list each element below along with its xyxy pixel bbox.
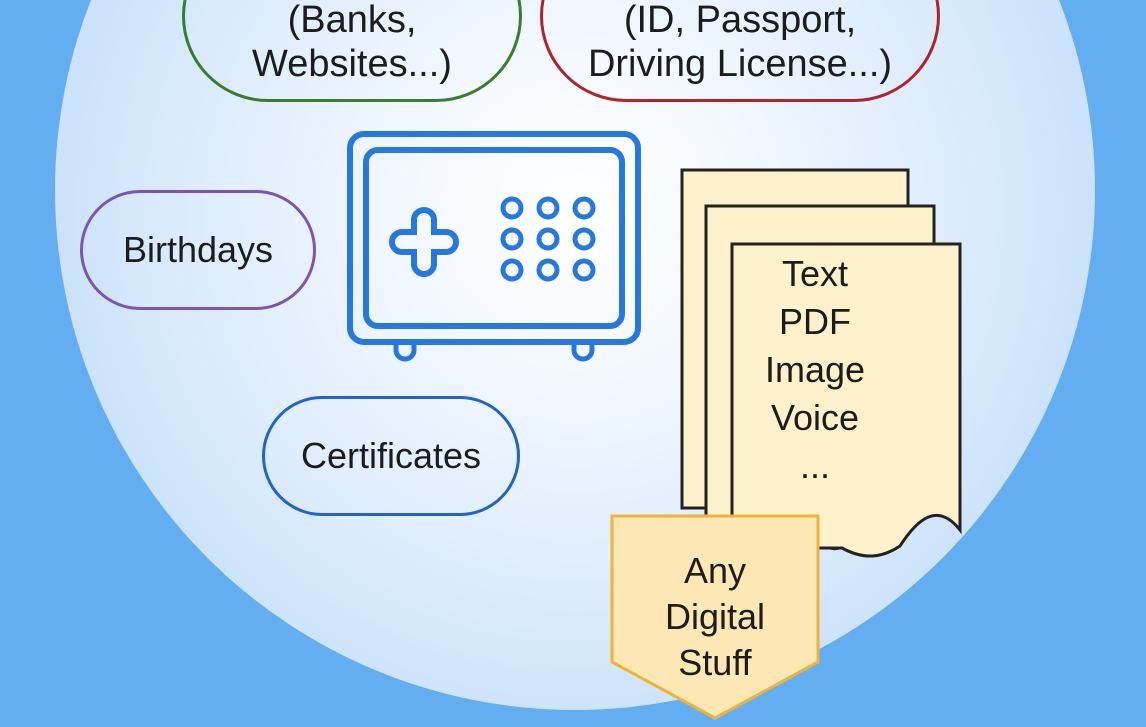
safe-keypad bbox=[500, 196, 596, 282]
birthdays-label: Birthdays bbox=[122, 229, 274, 271]
safe-feet bbox=[393, 342, 595, 362]
tag-line: Any bbox=[683, 550, 747, 591]
safe-door bbox=[363, 147, 625, 329]
offpage-tag-shape bbox=[606, 512, 824, 722]
document-type-item: Text bbox=[781, 253, 849, 294]
document-type-item: Image bbox=[764, 349, 866, 390]
document-front bbox=[730, 242, 962, 558]
identity-pill-line-1: (ID, Passport, bbox=[623, 0, 857, 42]
tag-line: Stuff bbox=[678, 642, 752, 683]
identity-pill-line-2: Driving License...) bbox=[587, 43, 893, 85]
any-digital-stuff-label: Any Digital Stuff bbox=[606, 548, 824, 686]
document-type-item: PDF bbox=[779, 301, 851, 342]
document-stack bbox=[672, 162, 968, 562]
document-type-item: ... bbox=[799, 445, 830, 486]
accounts-pill-line-1: (Banks, bbox=[287, 0, 417, 42]
safe-dial bbox=[389, 207, 459, 277]
accounts-pill: (Banks, Websites...) bbox=[182, 0, 522, 102]
tag-line: Digital bbox=[664, 596, 766, 637]
document-types-list: Text PDF Image Voice ... bbox=[740, 250, 890, 490]
certificates-label: Certificates bbox=[300, 435, 482, 477]
document-type-item: Voice bbox=[770, 397, 860, 438]
certificates-pill: Certificates bbox=[262, 396, 520, 516]
safe-icon bbox=[344, 128, 644, 374]
identity-documents-pill: (ID, Passport, Driving License...) bbox=[540, 0, 940, 102]
accounts-pill-line-2: Websites...) bbox=[252, 43, 452, 85]
safe-outer-frame bbox=[347, 131, 641, 345]
birthdays-pill: Birthdays bbox=[80, 190, 316, 310]
